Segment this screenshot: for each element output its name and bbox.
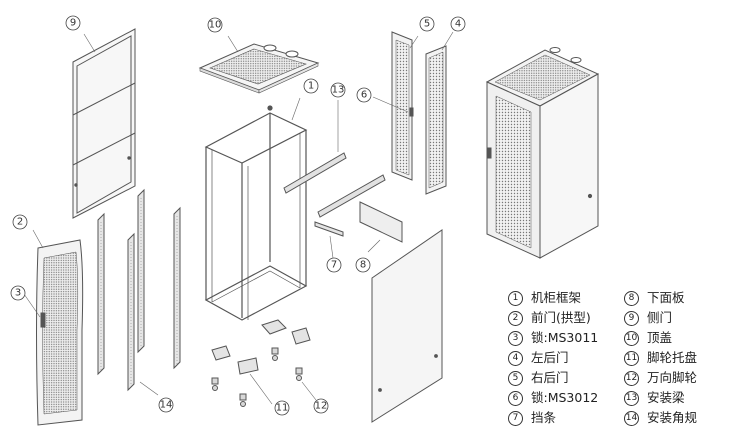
top-cover-part <box>198 35 320 94</box>
legend-number: 8 <box>624 291 639 306</box>
callout-6: 6 <box>356 87 372 103</box>
svg-text:3: 3 <box>15 288 21 299</box>
legend-item: 6 锁:MS3012 <box>508 389 598 407</box>
legend-number: 1 <box>508 291 523 306</box>
assembled-cabinet <box>485 47 600 259</box>
legend-number: 11 <box>624 351 639 366</box>
callout-4: 4 <box>450 16 466 32</box>
legend-number: 2 <box>508 311 523 326</box>
legend-item: 1 机柜框架 <box>508 289 581 307</box>
callout-3: 3 <box>10 285 26 301</box>
legend-item: 3 锁:MS3011 <box>508 329 598 347</box>
baffle-strip-part <box>314 221 344 259</box>
legend-label: 安装梁 <box>647 390 685 405</box>
svg-text:10: 10 <box>209 20 222 31</box>
legend-number: 6 <box>508 391 523 406</box>
svg-text:11: 11 <box>276 403 289 414</box>
legend-item: 13 安装梁 <box>624 389 685 407</box>
legend-number: 13 <box>624 391 639 406</box>
legend-item: 8 下面板 <box>624 289 685 307</box>
mounting-rail-part <box>97 188 181 396</box>
legend-item: 5 右后门 <box>508 369 569 387</box>
svg-text:9: 9 <box>70 18 76 29</box>
legend-number: 9 <box>624 311 639 326</box>
svg-text:12: 12 <box>315 401 328 412</box>
svg-text:5: 5 <box>424 19 430 30</box>
front-door-part <box>32 229 84 426</box>
legend-label: 挡条 <box>531 410 557 425</box>
legend-label: 安装角规 <box>647 410 698 425</box>
lower-panel-part <box>359 201 403 253</box>
caster-tray-part <box>211 319 311 405</box>
legend-number: 4 <box>508 351 523 366</box>
legend-item: 9 侧门 <box>624 309 672 327</box>
legend-number: 12 <box>624 371 639 386</box>
legend-label: 左后门 <box>531 350 569 365</box>
legend-number: 14 <box>624 411 639 426</box>
legend-label: 侧门 <box>647 310 673 325</box>
side-panel-part <box>72 28 136 219</box>
right-rear-door-part <box>391 31 419 181</box>
legend-label: 顶盖 <box>647 330 673 345</box>
callout-10: 10 <box>207 17 223 33</box>
svg-text:2: 2 <box>17 217 23 228</box>
callout-7: 7 <box>326 257 342 273</box>
legend-number: 3 <box>508 331 523 346</box>
svg-text:6: 6 <box>361 90 367 101</box>
front-lock-part <box>23 293 46 328</box>
callout-8: 8 <box>355 257 371 273</box>
legend-number: 10 <box>624 331 639 346</box>
legend-label: 下面板 <box>647 290 685 305</box>
callout-5: 5 <box>419 16 435 32</box>
rear-lock-part <box>372 96 414 117</box>
callout-1: 1 <box>303 78 319 94</box>
legend-label: 机柜框架 <box>531 290 582 305</box>
legend-item: 14 安装角规 <box>624 409 697 427</box>
legend-item: 10 顶盖 <box>624 329 672 347</box>
callout-13: 13 <box>330 82 346 98</box>
callout-2: 2 <box>12 214 28 230</box>
cabinet-frame-part <box>204 97 308 321</box>
svg-text:7: 7 <box>331 260 337 271</box>
callout-14: 14 <box>158 397 174 413</box>
legend-label: 锁:MS3011 <box>531 330 599 345</box>
universal-caster-part <box>211 347 317 407</box>
legend-item: 2 前门(拱型) <box>508 309 591 327</box>
legend-label: 前门(拱型) <box>531 310 591 325</box>
mounting-beam-part <box>283 100 386 218</box>
svg-text:8: 8 <box>360 260 366 271</box>
svg-text:1: 1 <box>308 81 314 92</box>
left-rear-door-part <box>425 31 454 195</box>
legend-label: 锁:MS3012 <box>531 390 599 405</box>
legend-label: 脚轮托盘 <box>647 350 698 365</box>
legend-item: 12 万向脚轮 <box>624 369 697 387</box>
legend-number: 7 <box>508 411 523 426</box>
callout-12: 12 <box>313 398 329 414</box>
legend-item: 7 挡条 <box>508 409 556 427</box>
svg-text:4: 4 <box>455 19 461 30</box>
callout-9: 9 <box>65 15 81 31</box>
legend-label: 万向脚轮 <box>647 370 698 385</box>
svg-text:14: 14 <box>160 400 173 411</box>
svg-text:13: 13 <box>332 85 345 96</box>
legend-label: 右后门 <box>531 370 569 385</box>
legend-item: 4 左后门 <box>508 349 569 367</box>
callout-11: 11 <box>274 400 290 416</box>
legend-number: 5 <box>508 371 523 386</box>
base-panel-part <box>371 229 443 423</box>
legend-item: 11 脚轮托盘 <box>624 349 697 367</box>
